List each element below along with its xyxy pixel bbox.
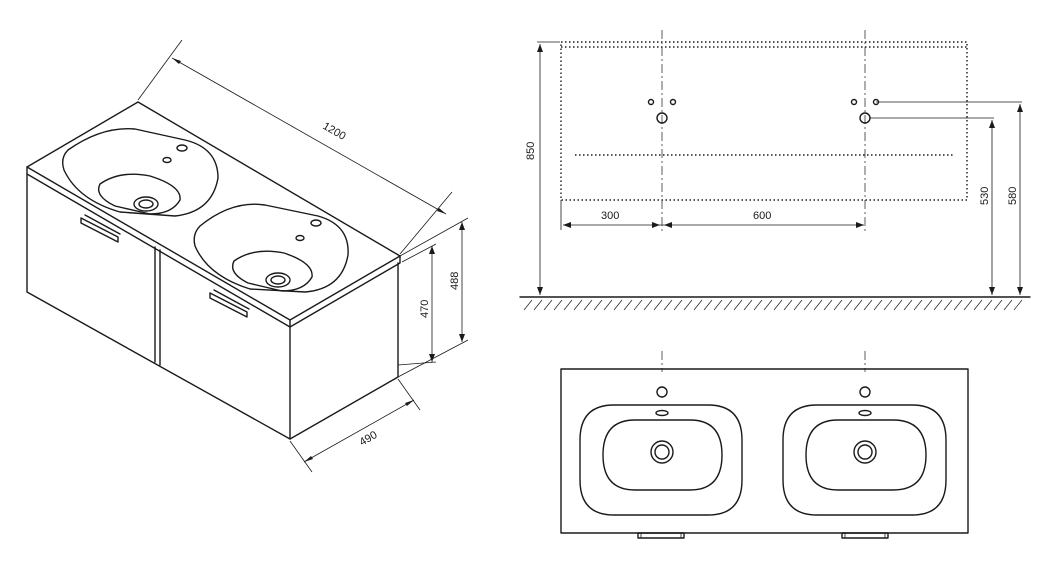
isometric-view: 1200 490 470 488 — [26, 39, 469, 473]
spacing-600-label: 600 — [753, 210, 771, 222]
width-label: 1200 — [321, 120, 348, 143]
height-530-label: 530 — [979, 187, 991, 205]
depth-label: 490 — [358, 429, 380, 449]
height-580-label: 580 — [1007, 187, 1019, 205]
offset-300-label: 300 — [601, 210, 619, 222]
cabinet-height-label: 470 — [419, 300, 431, 318]
floor-hatch — [523, 299, 1023, 311]
height-850-label: 850 — [525, 142, 537, 160]
total-height-label: 488 — [449, 272, 461, 290]
top-view — [560, 351, 969, 539]
front-elevation: 850 580 530 300 600 — [519, 30, 1031, 311]
